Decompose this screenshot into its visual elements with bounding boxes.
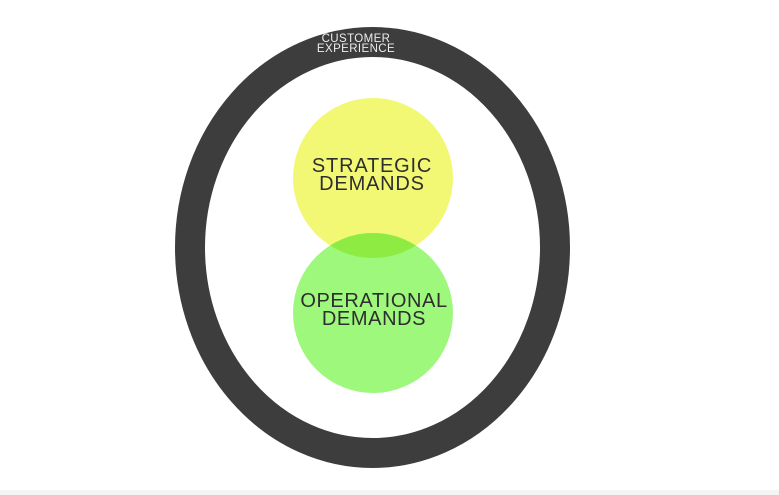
outer-ring-ellipse [175,27,570,468]
bottom-edge-strip [0,490,779,495]
ring-label-line2: EXPERIENCE [316,43,396,55]
operational-circle-label: OPERATIONAL DEMANDS [300,290,448,330]
ring-label-line1: CUSTOMER [321,33,391,45]
operational-label-line1: OPERATIONAL [300,290,448,312]
ring-label: CUSTOMER EXPERIENCE [316,33,396,55]
operational-circle [293,233,453,393]
strategic-label-line1: STRATEGIC [311,155,433,177]
strategic-circle [293,98,453,258]
strategic-circle-label: STRATEGIC DEMANDS [311,155,433,195]
strategic-label-line2: DEMANDS [319,173,425,195]
operational-label-line2: DEMANDS [321,308,427,330]
